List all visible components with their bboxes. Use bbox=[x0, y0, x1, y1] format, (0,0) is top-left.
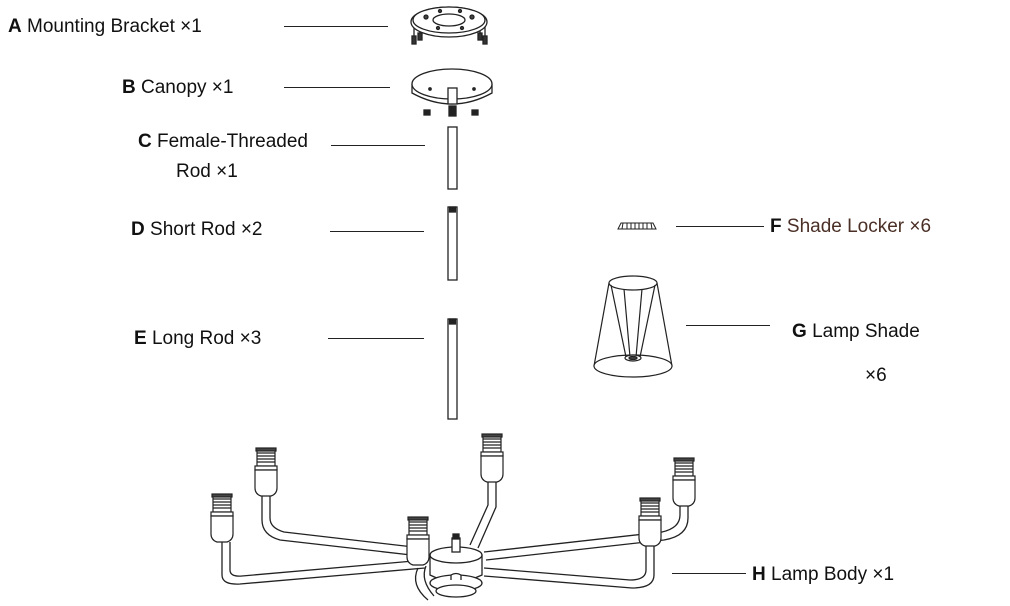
part-label-line: C Female-Threaded bbox=[62, 131, 308, 153]
shade-locker-drawing bbox=[617, 222, 657, 230]
part-letter: D bbox=[131, 219, 145, 240]
part-label-e: E Long Rod ×3 bbox=[134, 328, 261, 350]
part-label-h: H Lamp Body ×1 bbox=[752, 564, 894, 586]
part-label-g-line2: ×6 bbox=[865, 365, 887, 386]
part-label-c: C Female-Threaded bbox=[62, 131, 308, 153]
canopy-drawing bbox=[411, 68, 493, 117]
leader-line-b bbox=[284, 87, 390, 88]
part-name: Female-Threaded bbox=[156, 131, 308, 152]
leader-line-h bbox=[672, 573, 746, 574]
part-label-f: F Shade Locker ×6 bbox=[770, 216, 931, 238]
part-letter: H bbox=[752, 564, 766, 585]
part-name: Lamp Body ×1 bbox=[771, 564, 895, 585]
lamp-body-drawing bbox=[210, 433, 696, 601]
part-label-g: G Lamp Shade bbox=[792, 321, 920, 343]
long-rod-drawing bbox=[447, 318, 458, 420]
leader-line-a bbox=[284, 26, 388, 27]
part-name: Lamp Shade bbox=[812, 321, 920, 342]
leader-line-g bbox=[686, 325, 770, 326]
leader-line-e bbox=[328, 338, 424, 339]
part-name: Mounting Bracket ×1 bbox=[27, 16, 202, 37]
short-rod-drawing bbox=[447, 206, 458, 281]
part-letter: B bbox=[122, 77, 136, 98]
part-name: Canopy ×1 bbox=[141, 77, 234, 98]
leader-line-d bbox=[330, 231, 424, 232]
part-name: Shade Locker ×6 bbox=[786, 216, 932, 237]
part-letter: A bbox=[8, 16, 22, 37]
part-label-b: B Canopy ×1 bbox=[122, 77, 233, 99]
leader-line-c bbox=[331, 145, 425, 146]
part-name: Long Rod ×3 bbox=[151, 328, 262, 349]
mounting-bracket-drawing bbox=[410, 6, 488, 45]
part-label-a: A Mounting Bracket ×1 bbox=[8, 16, 202, 38]
lamp-shade-drawing bbox=[593, 275, 673, 378]
part-letter: F bbox=[770, 216, 782, 237]
part-label-d: D Short Rod ×2 bbox=[131, 219, 263, 241]
leader-line-f bbox=[676, 226, 764, 227]
part-letter: E bbox=[134, 328, 147, 349]
part-letter: C bbox=[137, 131, 152, 152]
female-threaded-rod-drawing bbox=[447, 126, 458, 190]
part-label-c-line2: Rod ×1 bbox=[176, 161, 238, 182]
part-letter: G bbox=[792, 321, 807, 342]
part-name: Short Rod ×2 bbox=[150, 219, 263, 240]
